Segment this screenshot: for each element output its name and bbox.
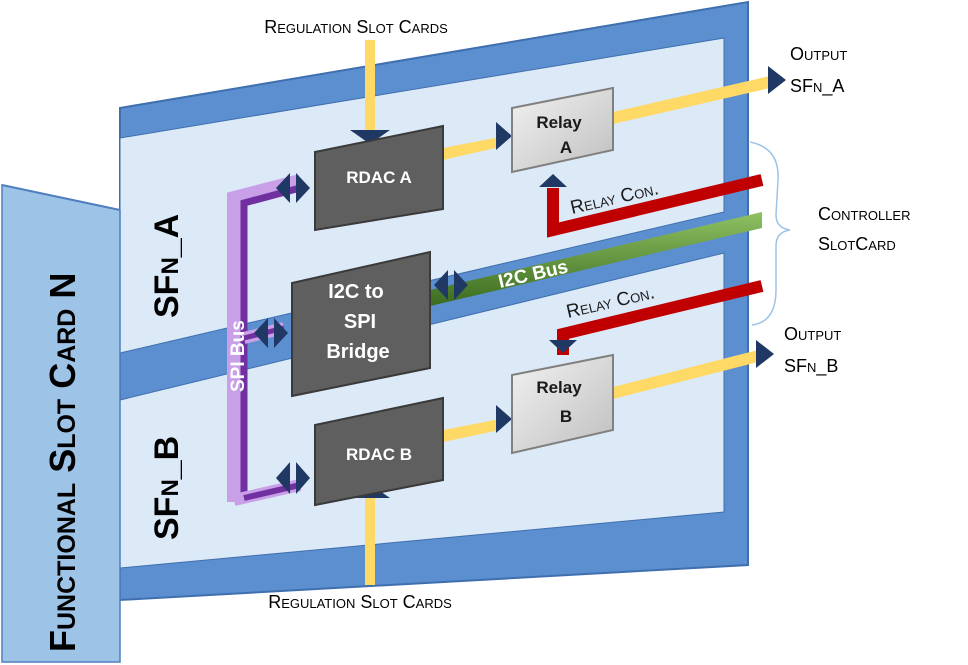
- arrowhead-output-b: [756, 340, 774, 368]
- bridge-label-1: I2C to: [328, 281, 384, 303]
- output-b-label-2: SFn_B: [784, 356, 838, 377]
- regulation-bottom-label: Regulation Slot Cards: [268, 592, 452, 612]
- regulation-bottom-line: [365, 495, 375, 585]
- relay-b-label-2: B: [560, 407, 572, 426]
- bidir-arrow-spi-rdac-a: [276, 173, 310, 203]
- rdac-a-to-relay-a: [443, 137, 500, 160]
- output-b-label-1: Output: [784, 324, 841, 344]
- relay-a-label-2: A: [560, 138, 572, 157]
- arrowhead-top-down: [350, 130, 390, 144]
- bidir-arrow-spi-bridge: [254, 318, 288, 348]
- rdac-b-label: RDAC B: [346, 445, 412, 464]
- functional-card-label: Functional Slot Card N: [42, 273, 83, 652]
- rdac-b-to-relay-b: [443, 419, 500, 442]
- bidir-arrow-i2c-bridge: [434, 270, 468, 300]
- i2c-spi-bridge-block: [291, 250, 431, 398]
- regulation-top-line: [365, 40, 375, 132]
- relay-b-output: [613, 350, 758, 399]
- output-a-label-1: Output: [790, 44, 847, 64]
- spi-bus-label: SPI Bus: [228, 320, 249, 392]
- relay-con-top-line: [547, 174, 764, 238]
- arrowhead-output-a: [768, 66, 786, 94]
- controller-label-1: Controller: [818, 204, 910, 224]
- output-a-label-2: SFn_A: [790, 76, 844, 97]
- bridge-label-3: Bridge: [326, 341, 389, 363]
- controller-brace: [749, 141, 791, 326]
- arrowhead-relay-a-in: [496, 122, 512, 150]
- relay-a-label-1: Relay: [536, 113, 582, 132]
- relay-a-block: [511, 86, 614, 174]
- controller-label-2: SlotCard: [818, 234, 896, 254]
- bridge-label-2: SPI: [344, 311, 376, 333]
- rdac-a-block: [314, 124, 444, 232]
- bidir-arrow-spi-rdac-b: [276, 462, 310, 494]
- sfn-a-label: SFn_A: [148, 214, 186, 318]
- sfn-b-label: SFn_B: [148, 436, 186, 540]
- rdac-a-label: RDAC A: [346, 168, 411, 187]
- arrowhead-relay-con-top: [539, 174, 567, 187]
- arrowhead-relay-con-bottom: [549, 340, 577, 353]
- regulation-top-label: Regulation Slot Cards: [264, 17, 448, 37]
- arrowhead-relay-b-in: [496, 405, 512, 433]
- i2c-bus: [430, 212, 762, 306]
- rdac-b-block: [314, 396, 444, 507]
- relay-a-output: [613, 76, 770, 124]
- relay-b-label-1: Relay: [536, 378, 582, 397]
- relay-b-block: [511, 353, 614, 455]
